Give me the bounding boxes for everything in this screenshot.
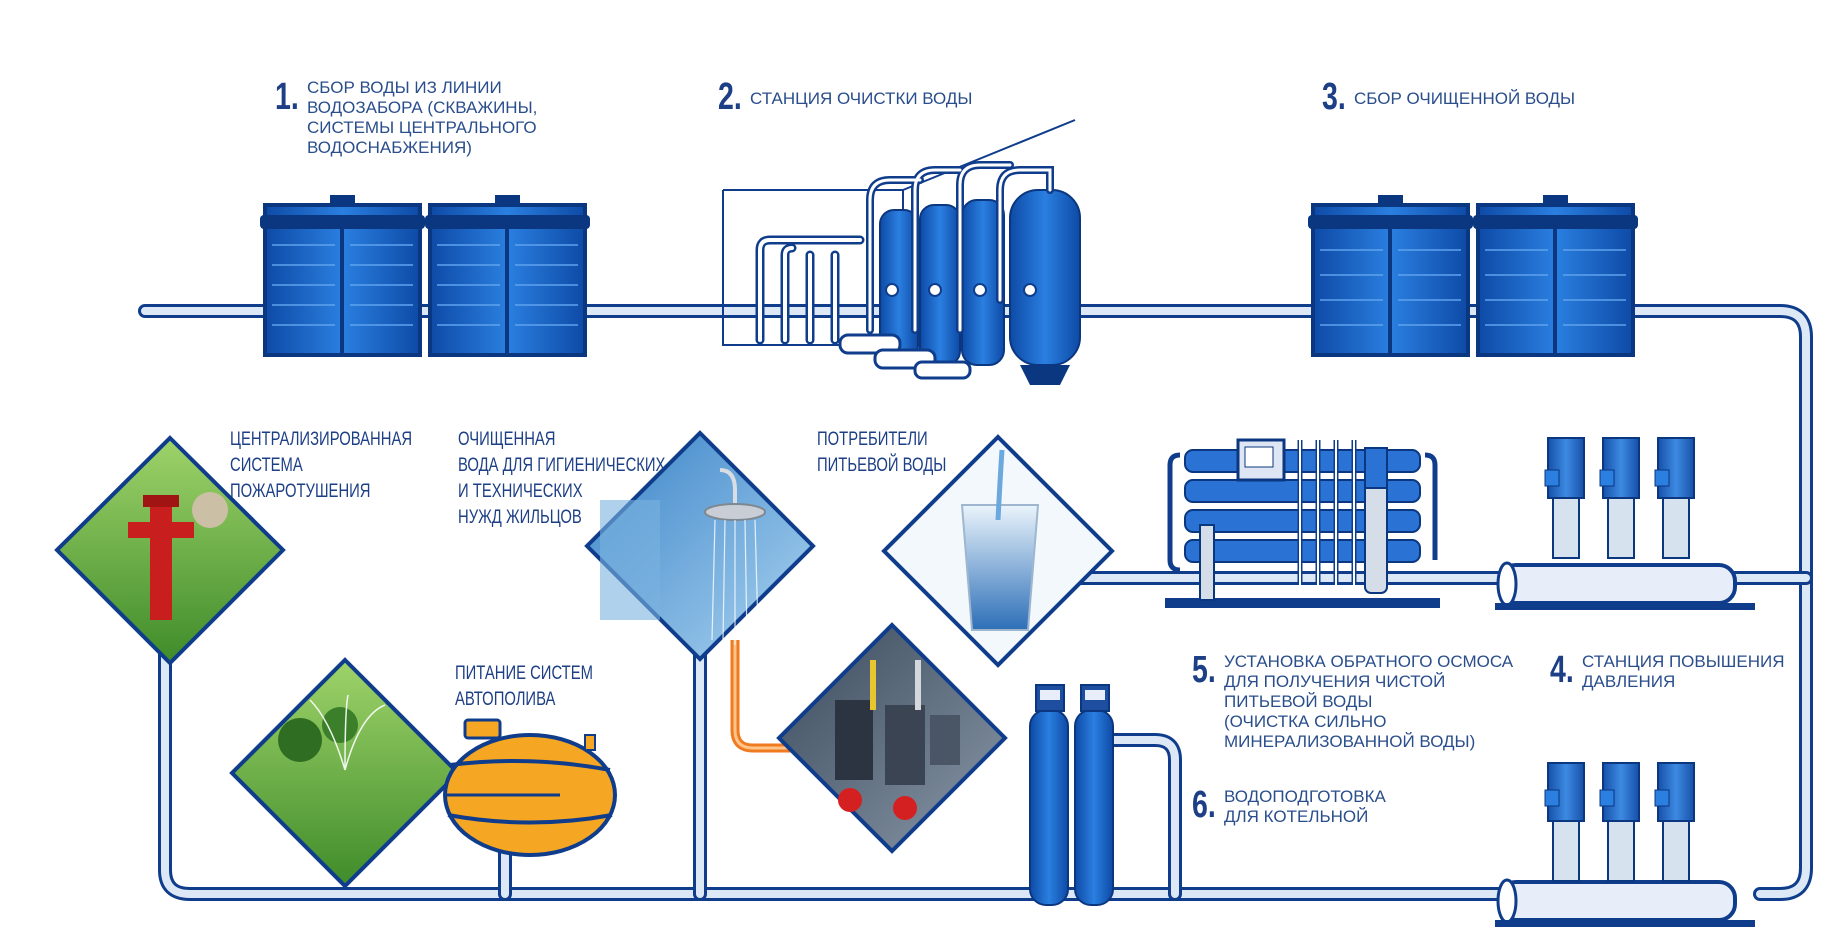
pump-station-icon xyxy=(1495,762,1755,927)
step-4-number: 4. xyxy=(1550,649,1574,691)
drinking-water-caption: ПОТРЕБИТЕЛИ ПИТЬЕВОЙ ВОДЫ xyxy=(817,429,947,476)
step-1-number: 1. xyxy=(275,76,299,118)
fire-hydrant-icon xyxy=(54,435,286,666)
step-5-label: УСТАНОВКА ОБРАТНОГО ОСМОСА ДЛЯ ПОЛУЧЕНИЯ… xyxy=(1224,652,1514,751)
source-tanks xyxy=(260,195,590,357)
autopoliv-tank-icon xyxy=(443,718,617,857)
step-6-label: ВОДОПОДГОТОВКА ДЛЯ КОТЕЛЬНОЙ xyxy=(1224,787,1386,826)
fire-system-caption: ЦЕНТРАЛИЗИРОВАННАЯ СИСТЕМА ПОЖАРОТУШЕНИЯ xyxy=(230,429,413,502)
sprinkler-icon xyxy=(229,657,461,889)
step-2-label: СТАНЦИЯ ОЧИСТКИ ВОДЫ xyxy=(750,89,973,108)
irrigation-caption: ПИТАНИЕ СИСТЕМ АВТОПОЛИВА xyxy=(455,663,593,710)
step-2-number: 2. xyxy=(718,76,742,118)
step-3-label: СБОР ОЧИЩЕННОЙ ВОДЫ xyxy=(1354,89,1576,108)
step-5-number: 5. xyxy=(1192,649,1216,691)
tank-icon xyxy=(425,195,590,357)
reverse-osmosis-icon xyxy=(1165,438,1440,608)
clean-water-tanks xyxy=(1308,195,1638,357)
step-6-number: 6. xyxy=(1192,784,1216,826)
step-1-label: СБОР ВОДЫ ИЗ ЛИНИИ ВОДОЗАБОРА (СКВАЖИНЫ,… xyxy=(307,78,538,157)
step-3-number: 3. xyxy=(1322,76,1346,118)
hygiene-water-caption: ОЧИЩЕННАЯ ВОДА ДЛЯ ГИГИЕНИЧЕСКИХ И ТЕХНИ… xyxy=(458,429,666,528)
filter-station-icon xyxy=(722,119,1081,385)
pump-station-icon xyxy=(1495,437,1755,610)
boiler-room-icon xyxy=(776,622,1008,854)
tank-icon xyxy=(1473,195,1638,357)
step-4-label: СТАНЦИЯ ПОВЫШЕНИЯ ДАВЛЕНИЯ xyxy=(1582,652,1785,691)
shower-icon xyxy=(584,430,816,662)
drinking-glass-icon xyxy=(881,434,1115,668)
filter-column-icon xyxy=(1029,684,1114,906)
tank-icon xyxy=(260,195,425,357)
tank-icon xyxy=(1308,195,1473,357)
